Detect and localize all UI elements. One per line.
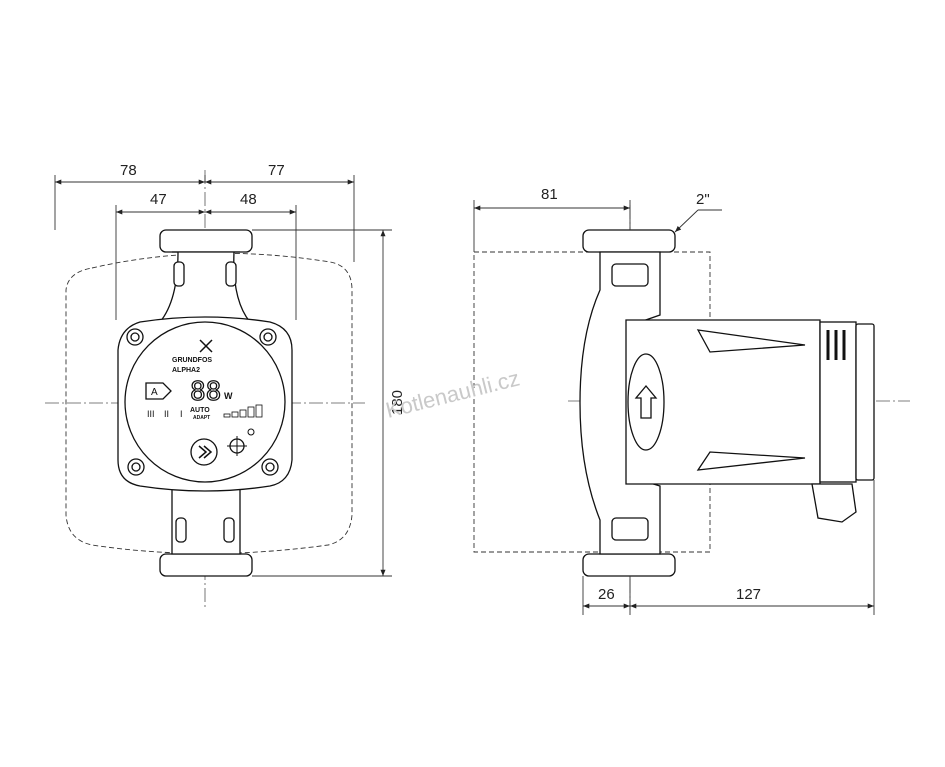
side-lower-slot xyxy=(611,517,649,541)
front-upper-slot-right xyxy=(225,261,237,287)
dim-label-thread: 2" xyxy=(696,191,710,208)
front-view: GRUNDFOS ALPHA2 A 88 W III II I AUTO ADA… xyxy=(45,162,406,610)
front-lower-slot-left xyxy=(175,517,187,543)
bolt-top-left xyxy=(126,328,144,346)
front-bottom-flange xyxy=(159,553,253,577)
front-top-flange xyxy=(159,229,253,253)
dim-label-81: 81 xyxy=(541,186,558,203)
side-motor-end-ring xyxy=(855,323,875,481)
flow-arrow-up-icon xyxy=(634,384,658,419)
mode-indicator-icon xyxy=(145,382,172,400)
side-bottom-flange xyxy=(582,553,676,577)
dim-label-26: 26 xyxy=(598,586,615,603)
display-unit: W xyxy=(224,391,233,401)
side-upper-slot xyxy=(611,263,649,287)
side-end-ribs xyxy=(826,330,846,360)
bolt-bottom-left xyxy=(127,458,145,476)
bolt-bottom-right xyxy=(261,458,279,476)
side-top-flange xyxy=(582,229,676,253)
selection-button[interactable] xyxy=(190,438,218,466)
speed-mark-1: I xyxy=(180,409,183,419)
side-electrical-connector xyxy=(811,483,857,523)
bolt-top-right xyxy=(259,328,277,346)
dim-label-47: 47 xyxy=(150,191,167,208)
watermark-text: Kotlenauhli.cz xyxy=(383,365,522,422)
control-panel-face xyxy=(124,321,286,483)
grundfos-x-icon xyxy=(199,339,213,353)
front-body-upper xyxy=(158,251,252,323)
dim-label-78: 78 xyxy=(120,162,137,179)
model-label: ALPHA2 xyxy=(172,367,200,374)
brand-label: GRUNDFOS xyxy=(172,357,212,364)
mode-letter: A xyxy=(151,387,158,398)
front-insulation-outline xyxy=(65,252,353,554)
night-mode-icon xyxy=(227,428,255,456)
dim-label-77: 77 xyxy=(268,162,285,179)
power-bar-graph-icon xyxy=(223,404,263,418)
thread-leader-line xyxy=(674,209,699,233)
dim-label-127: 127 xyxy=(736,586,761,603)
dim-label-180: 180 xyxy=(389,390,406,415)
side-upper-fin xyxy=(696,329,806,353)
speed-mark-2: II xyxy=(164,409,169,419)
display-digits: 88 xyxy=(190,377,221,407)
side-view: 81 2" 26 127 xyxy=(473,186,910,615)
dim-label-48: 48 xyxy=(240,191,257,208)
side-lower-fin xyxy=(696,451,806,471)
side-motor-end-cap xyxy=(819,321,857,483)
front-lower-slot-right xyxy=(223,517,235,543)
adapt-label: ADAPT xyxy=(193,415,210,421)
front-upper-slot-left xyxy=(173,261,185,287)
speed-mark-3: III xyxy=(147,409,155,419)
auto-label: AUTO xyxy=(190,407,210,414)
